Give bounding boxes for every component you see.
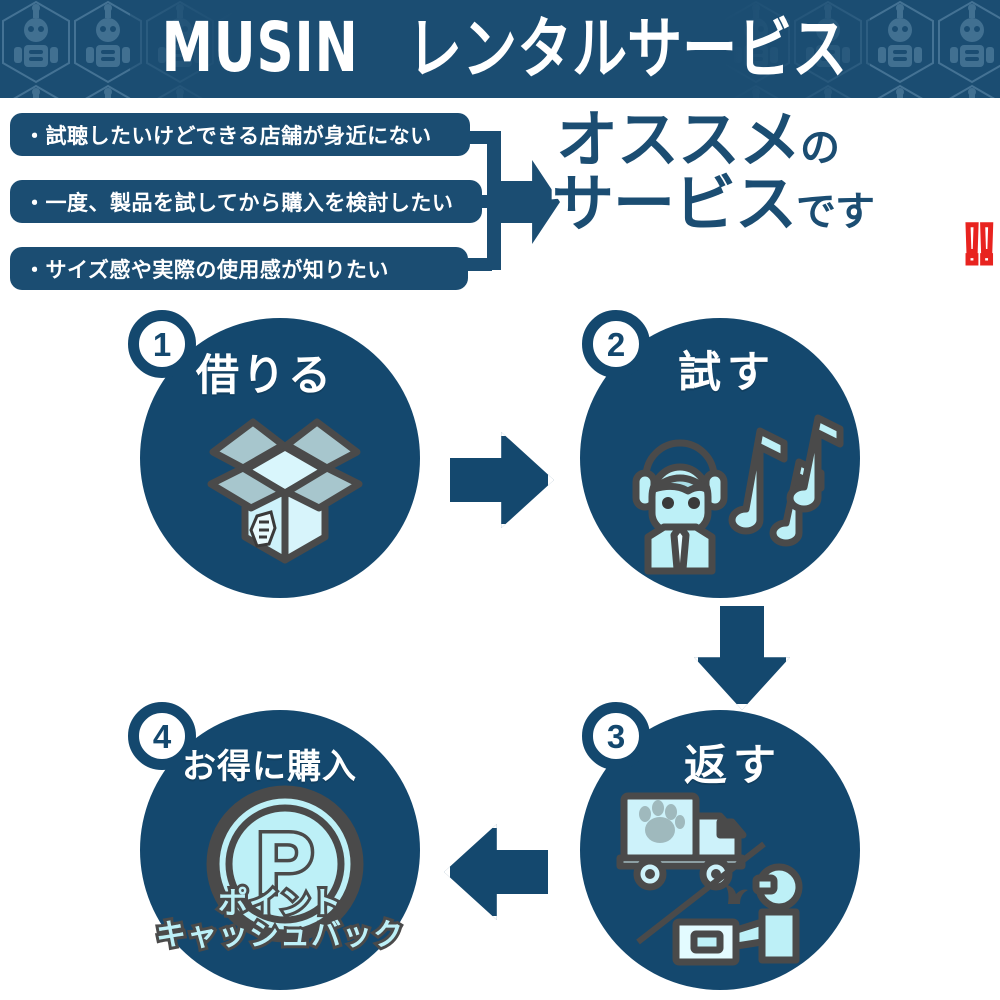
brand-logo: MUSIN <box>161 8 359 89</box>
person-headphones-music-icon <box>632 414 844 575</box>
point-caption-line-1: ポイント <box>215 885 344 922</box>
header-fade-overlay <box>130 0 870 98</box>
recommendation-line-1-main: オススメ <box>552 106 804 175</box>
recommendation-line-1: オススメの <box>552 106 844 175</box>
recommendation-line-2-main: サービス <box>548 170 800 239</box>
step-3-number-badge: 3 <box>582 702 650 770</box>
arrow-step2-to-step3-icon <box>692 600 792 710</box>
recommendation-line-2: サービスです <box>548 170 879 239</box>
arrow-step1-to-step2-icon <box>444 430 554 530</box>
coin-letter: P <box>256 816 313 912</box>
pain-point-item-1: ・試聴したいけどできる店舗が身近にない <box>10 113 470 156</box>
connector-line-3 <box>466 258 492 271</box>
step-2-number-badge: 2 <box>582 310 650 378</box>
delivery-truck-handover-icon <box>616 792 803 966</box>
pain-point-item-3: ・サイズ感や実際の使用感が知りたい <box>10 247 468 290</box>
step-2-label: 試す <box>678 349 776 397</box>
step-4-number-badge: 4 <box>128 702 196 770</box>
step-4-label: お得に購入 <box>182 748 357 786</box>
exclamation-marks: !! <box>960 212 998 275</box>
recommendation-headline: オススメの サービスです !! <box>548 104 1000 284</box>
pain-point-item-2: ・一度、製品を試してから購入を検討したい <box>10 180 482 223</box>
page-header: MUSIN レンタルサービス <box>0 0 1000 98</box>
connector-bracket-vertical <box>487 131 501 270</box>
open-box-icon <box>207 418 363 564</box>
recommendation-line-1-small: の <box>797 125 844 172</box>
step-1-label: 借りる <box>196 352 334 400</box>
point-caption-line-2: キャッシュバック <box>153 917 406 954</box>
header-title-group: MUSIN レンタルサービス <box>0 0 1000 98</box>
arrow-step3-to-step4-icon <box>444 822 554 922</box>
recommendation-line-2-small: です <box>793 189 879 236</box>
step-1-number-badge: 1 <box>128 310 196 378</box>
point-coin-icon: P <box>206 785 364 943</box>
step-3-label: 返す <box>684 742 782 790</box>
connector-line-1 <box>468 131 492 144</box>
page-title: レンタルサービス <box>407 10 848 87</box>
